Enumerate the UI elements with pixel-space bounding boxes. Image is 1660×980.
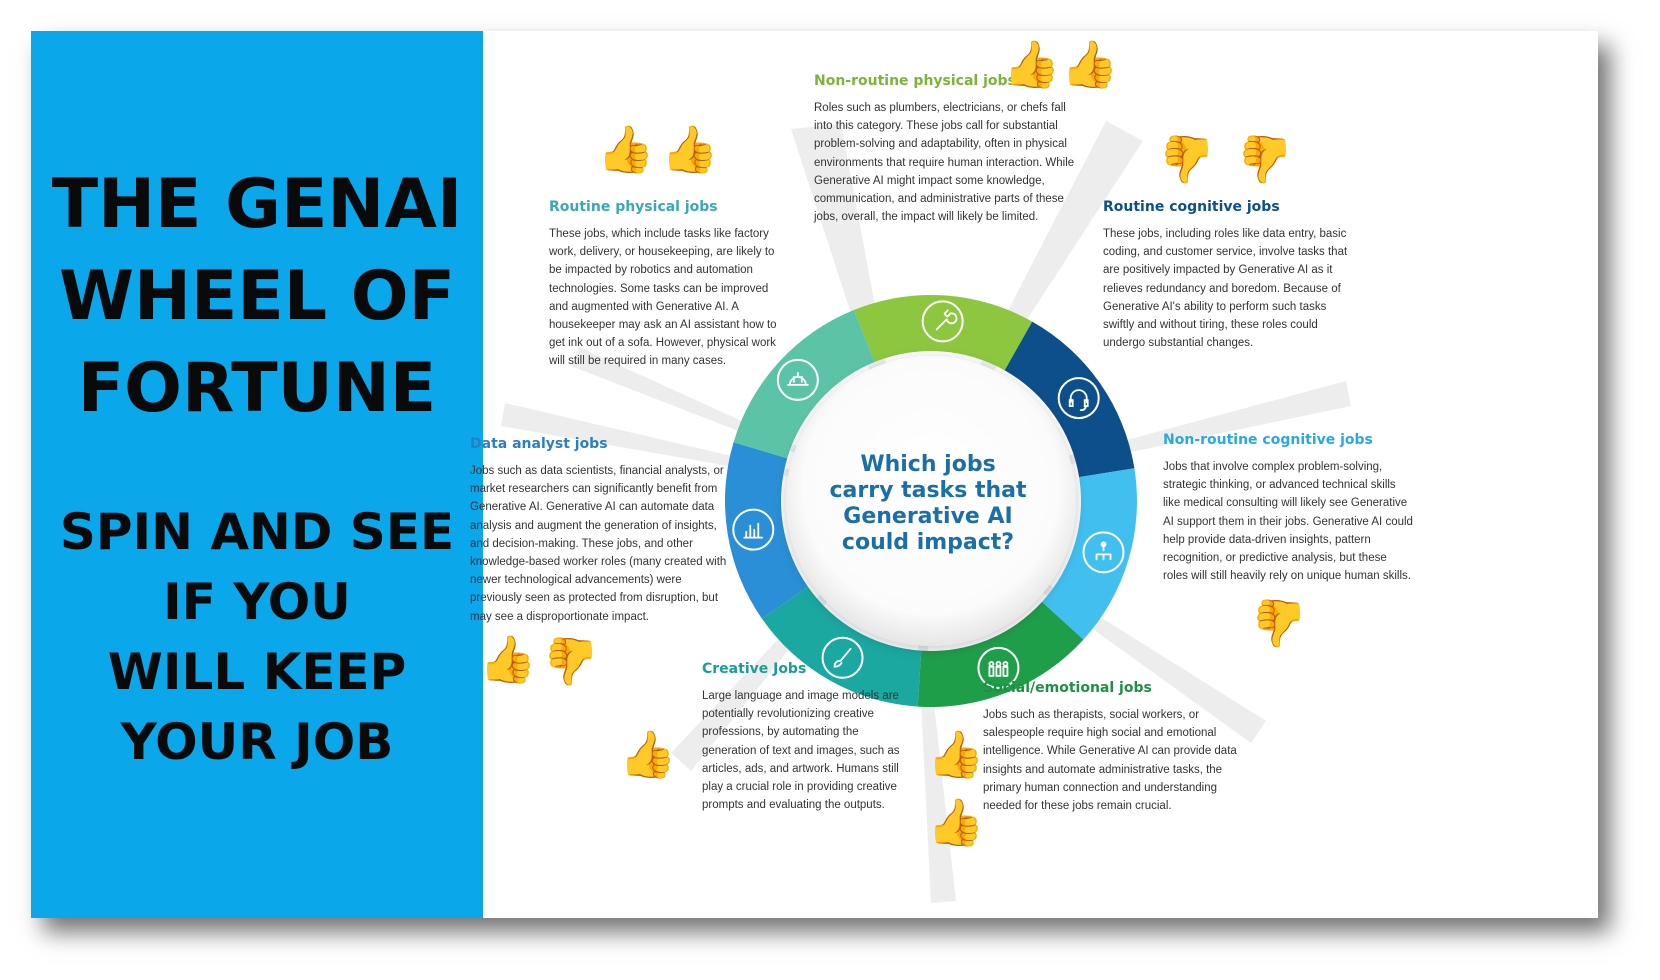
section-routine-cognitive: Routine cognitive jobs These jobs, inclu… [1103,199,1353,352]
section-heading: Non-routine physical jobs [814,73,1016,89]
subheadline-line: YOUR JOB [120,713,394,771]
section-body: Jobs that involve complex problem-solvin… [1163,461,1413,583]
hard-hat-icon [776,358,819,401]
ring-segment-non-routine-cognitive [1041,468,1137,640]
subheadline-line: WILL KEEP [107,643,407,701]
headline-line: FORTUNE [77,349,437,428]
center-question: Which jobs carry tasks that Generative A… [829,452,1027,555]
section-heading: Non-routine cognitive jobs [1163,432,1373,448]
paintbrush-icon [821,636,864,679]
infographic-card: THE GENAI WHEEL OF FORTUNE SPIN AND SEE … [31,31,1598,918]
thumbs-up-icon: 👍 [1061,37,1119,91]
section-body: Roles such as plumbers, electricians, or… [814,102,1075,224]
section-creative: Creative Jobs Large language and image m… [702,661,914,814]
thumbs-up-icon: 👍 [927,727,985,781]
network-icon [1082,531,1125,574]
thumbs-down-icon: 👍 [1237,133,1295,187]
thumbs-up-icon: 👍 [1003,37,1061,91]
section-body: Jobs such as data scientists, financial … [470,465,727,623]
ring-segment-non-routine-physical [853,295,1033,371]
bar-chart-icon [732,508,775,551]
section-data-analyst: Data analyst jobs Jobs such as data scie… [470,436,730,626]
ring-segment-creative [761,586,922,707]
headline-line: WHEEL OF [58,257,456,336]
thumbs-down-icon: 👍 [1159,133,1217,187]
thumbs-up-icon: 👍 [661,122,719,176]
section-heading: Social/emotional jobs [983,680,1152,696]
thumbs-up-icon: 👍 [619,727,677,781]
thumbs-down-icon: 👍 [543,635,601,689]
section-body: Jobs such as therapists, social workers,… [983,709,1237,813]
section-heading: Routine cognitive jobs [1103,199,1280,215]
people-icon [977,646,1020,689]
ring-segment-social-emotional [917,601,1084,707]
wheel-center [786,356,1076,646]
section-body: These jobs, including roles like data en… [1103,228,1348,350]
section-body: These jobs, which include tasks like fac… [549,228,777,368]
wrench-icon [921,300,964,343]
section-heading: Routine physical jobs [549,199,718,215]
section-body: Large language and image models are pote… [702,690,900,812]
thumbs-up-icon: 👍 [597,122,655,176]
headline-line: THE GENAI [51,165,463,244]
segment-icons [732,300,1125,689]
headline: THE GENAI WHEEL OF FORTUNE [31,159,483,435]
title-panel: THE GENAI WHEEL OF FORTUNE SPIN AND SEE … [31,31,483,918]
section-non-routine-cognitive: Non-routine cognitive jobs Jobs that inv… [1163,432,1413,585]
thumbs-down-icon: 👍 [1251,597,1309,651]
subheadline-line: SPIN AND SEE [59,503,455,561]
section-routine-physical: Routine physical jobs These jobs, which … [549,199,789,371]
thumbs-up-icon: 👍 [927,795,985,849]
headset-icon [1057,377,1100,420]
section-social-emotional: Social/emotional jobs Jobs such as thera… [983,680,1245,815]
section-non-routine-physical: Non-routine physical jobs Roles such as … [814,73,1079,226]
section-heading: Data analyst jobs [470,436,608,452]
section-heading: Creative Jobs [702,661,807,677]
subheadline: SPIN AND SEE IF YOU WILL KEEP YOUR JOB [31,497,483,777]
thumbs-up-icon: 👍 [479,632,537,686]
ring-segment-data-analyst [725,442,808,619]
job-wheel [501,121,1351,903]
subheadline-line: IF YOU [163,573,351,631]
